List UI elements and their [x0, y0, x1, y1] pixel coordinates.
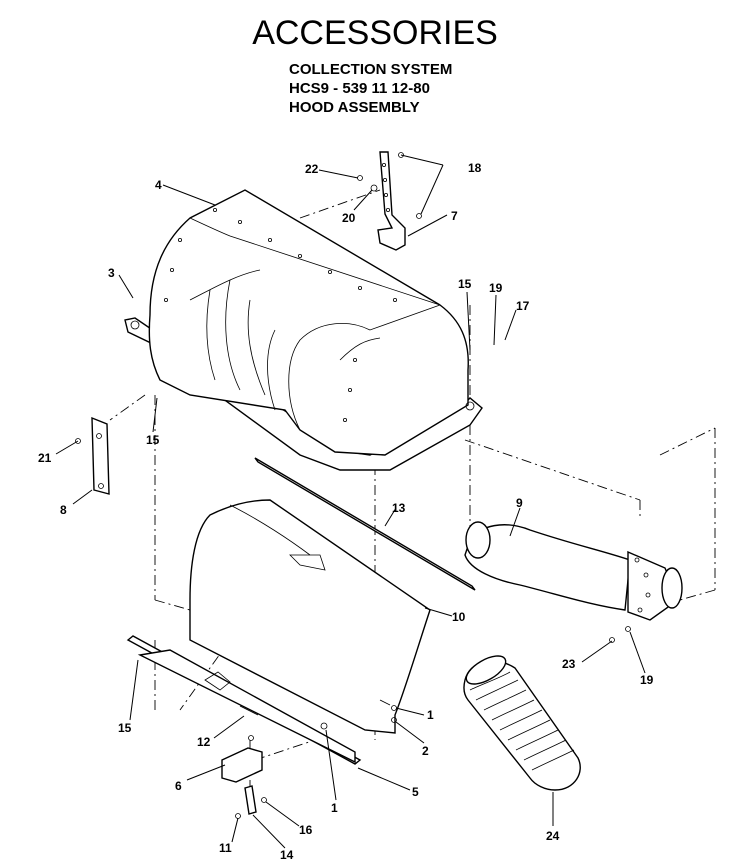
- bracket-part-7: [357, 151, 422, 251]
- callout-15-left: 15: [146, 433, 160, 447]
- callout-4: 4: [155, 178, 162, 192]
- callout-8: 8: [60, 503, 67, 517]
- subtitle-assembly: HOOD ASSEMBLY: [289, 99, 420, 116]
- callout-2: 2: [422, 744, 429, 758]
- rail-part-5: [126, 635, 397, 765]
- callout-16: 16: [299, 823, 313, 837]
- callout-15-top: 15: [458, 277, 472, 291]
- subtitle-part-number: HCS9 - 539 11 12-80: [289, 80, 430, 97]
- callout-7: 7: [451, 209, 458, 223]
- subtitle-system: COLLECTION SYSTEM: [289, 61, 453, 78]
- callout-9: 9: [516, 496, 523, 510]
- callout-1-right: 1: [427, 708, 434, 722]
- chute-part-9: [464, 521, 683, 643]
- callout-18: 18: [468, 161, 482, 175]
- leader-lines: [55, 154, 646, 849]
- callout-19-top: 19: [489, 281, 503, 295]
- seal-strip-part-13: [254, 457, 476, 591]
- callout-5: 5: [412, 785, 419, 799]
- callout-1-bottom: 1: [331, 801, 338, 815]
- callout-23: 23: [562, 657, 576, 671]
- callout-15-bottom: 15: [118, 721, 132, 735]
- plate-part-8: [75, 416, 110, 495]
- latch-hardware: [221, 735, 267, 819]
- callout-19-bottom: 19: [640, 673, 654, 687]
- callout-20: 20: [342, 211, 356, 225]
- callout-17: 17: [516, 299, 530, 313]
- deflector-part-10: [189, 499, 431, 734]
- callout-12: 12: [197, 735, 211, 749]
- hood-part-4: [124, 189, 483, 471]
- callout-22: 22: [305, 162, 319, 176]
- callout-3: 3: [108, 266, 115, 280]
- callout-13: 13: [392, 501, 406, 515]
- page-title: ACCESSORIES: [252, 14, 498, 52]
- hose-part-24: [463, 655, 581, 791]
- callout-10: 10: [452, 610, 466, 624]
- callout-labels: 4 3 22 20 18 7 15 19 17 15 21 8 13 9 10 …: [38, 161, 654, 859]
- callout-24: 24: [546, 829, 560, 843]
- callout-6: 6: [175, 779, 182, 793]
- callout-14: 14: [280, 848, 294, 859]
- callout-11: 11: [219, 841, 232, 855]
- subtitle-block: COLLECTION SYSTEM HCS9 - 539 11 12-80 HO…: [289, 60, 452, 117]
- callout-21: 21: [38, 451, 52, 465]
